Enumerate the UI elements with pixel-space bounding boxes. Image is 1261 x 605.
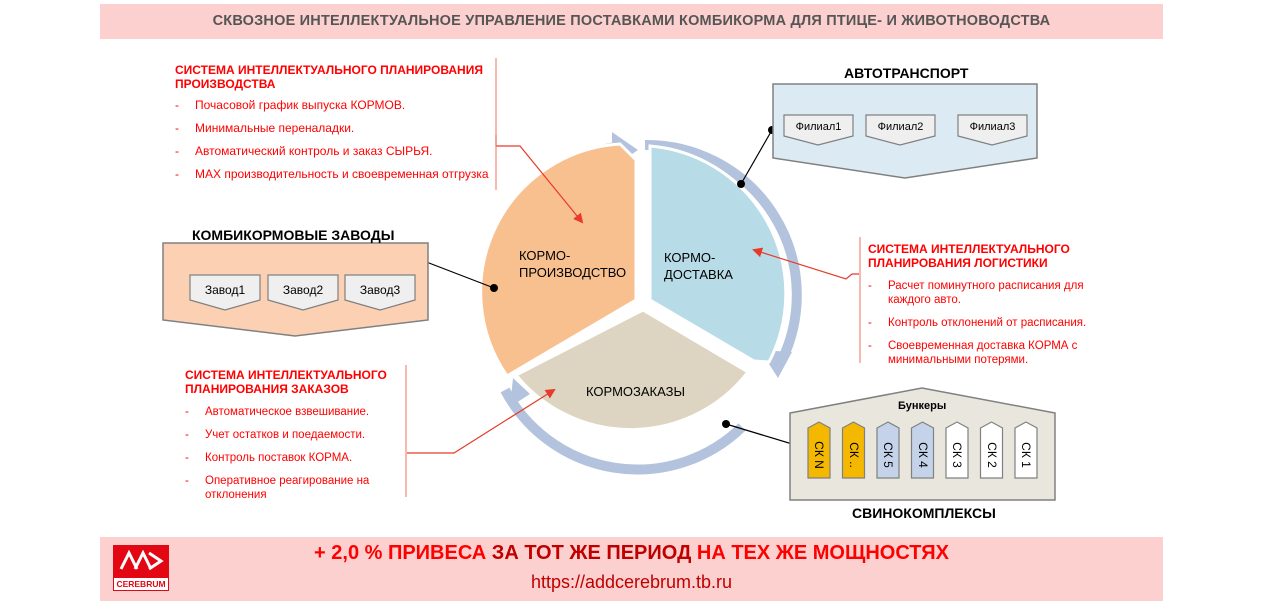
connector-logistics — [752, 247, 859, 280]
ring-arc-orders — [500, 387, 746, 475]
logistics-title: СИСТЕМА ИНТЕЛЛЕКТУАЛЬНОГО ПЛАНИРОВАНИЯ Л… — [868, 242, 1070, 270]
list-item: Своевременная доставка КОРМА с минимальн… — [868, 339, 1098, 367]
list-item: MAX производительность и своевременная о… — [175, 167, 495, 181]
list-item: Учет остатков и поедаемости. — [185, 428, 400, 442]
bottom-banner — [100, 537, 1163, 601]
bunker-shape — [979, 421, 1004, 479]
add-logo-icon — [119, 549, 164, 571]
segment-production-label: КОРМО- ПРОИЗВОДСТВО — [519, 248, 627, 280]
factory-unit-3: Завод3 — [359, 283, 401, 297]
factory-unit-2: Завод2 — [282, 283, 324, 297]
bunker-shape — [807, 421, 831, 479]
segment-orders-label: КОРМОЗАКАЗЫ — [586, 384, 685, 399]
transport-unit-shapes — [783, 114, 1028, 146]
orders-title: СИСТЕМА ИНТЕЛЛЕКТУАЛЬНОГО ПЛАНИРОВАНИЯ З… — [185, 368, 387, 396]
site-link[interactable]: https://addcerebrum.tb.ru — [530, 572, 733, 592]
ring-arc-delivery — [644, 139, 802, 365]
bunker-label: СК N — [812, 441, 826, 469]
logo-text: CEREBRUM — [113, 577, 169, 591]
slogan: + 2,0 % ПРИВЕСА ЗА ТОТ ЖЕ ПЕРИОД НА ТЕХ … — [314, 542, 949, 564]
list-item: Минимальные переналадки. — [175, 121, 495, 135]
bunker-shapes — [807, 421, 1038, 479]
production-title: СИСТЕМА ИНТЕЛЛЕКТУАЛЬНОГО ПЛАНИРОВАНИЯ П… — [175, 63, 483, 91]
segment-orders — [513, 308, 751, 432]
bunker-shape — [841, 421, 866, 479]
list-item: Автоматическое взвешивание. — [185, 405, 400, 419]
logistics-list: Расчет поминутного расписания для каждог… — [868, 279, 1098, 367]
logo-mark — [113, 545, 169, 577]
factories-title: КОМБИКОРМОВЫЕ ЗАВОДЫ — [192, 227, 395, 243]
list-item: Почасовой график выпуска КОРМОВ. — [175, 98, 495, 112]
transport-unit-3: Филиал3 — [969, 121, 1016, 133]
segment-production — [479, 142, 638, 379]
link-factories — [415, 257, 495, 289]
list-item: Контроль отклонений от расписания. — [868, 316, 1098, 330]
production-section: СИСТЕМА ИНТЕЛЛЕКТУАЛЬНОГО ПЛАНИРОВАНИЯ П… — [175, 63, 495, 181]
factory-unit-shapes — [189, 274, 416, 311]
arrowhead-left — [510, 378, 530, 407]
bunker-shape — [910, 421, 935, 479]
bunker-label: СК 1 — [1019, 442, 1033, 468]
bunker-label: СК 2 — [984, 442, 999, 468]
segment-delivery — [648, 144, 788, 364]
bunker-shape — [1014, 421, 1038, 479]
logistics-section: СИСТЕМА ИНТЕЛЛЕКТУАЛЬНОГО ПЛАНИРОВАНИЯ Л… — [868, 242, 1098, 367]
pigfarms-title: СВИНОКОМПЛЕКСЫ — [852, 505, 996, 521]
bunker-shape — [876, 421, 900, 479]
list-item: Контроль поставок КОРМА. — [185, 451, 400, 465]
link-transport — [740, 129, 773, 185]
page-title: СКВОЗНОЕ ИНТЕЛЛЕКТУАЛЬНОЕ УПРАВЛЕНИЕ ПОС… — [212, 13, 1051, 29]
connector-orders — [407, 388, 556, 454]
bunker-label: СК 5 — [881, 442, 895, 468]
bunker-shape — [945, 421, 969, 479]
bunker-label: СК 3 — [950, 442, 964, 468]
top-banner — [100, 4, 1163, 39]
transport-unit-2: Филиал2 — [877, 121, 924, 133]
factory-unit-1: Завод1 — [204, 283, 246, 297]
list-item: Расчет поминутного расписания для каждог… — [868, 279, 1098, 307]
list-item: Автоматический контроль и заказ СЫРЬЯ. — [175, 144, 495, 158]
bunkers-label: Бункеры — [898, 400, 947, 412]
orders-section: СИСТЕМА ИНТЕЛЛЕКТУАЛЬНОГО ПЛАНИРОВАНИЯ З… — [185, 368, 400, 502]
segment-delivery-label: КОРМО- ДОСТАВКА — [664, 250, 733, 282]
list-item: Оперативное реагирование на отклонения — [185, 474, 400, 502]
transport-unit-1: Филиал1 — [795, 121, 842, 133]
bunker-label: СК .. — [846, 442, 861, 468]
bunker-label: СК 4 — [915, 442, 930, 468]
orders-list: Автоматическое взвешивание. Учет остатко… — [185, 405, 400, 502]
production-list: Почасовой график выпуска КОРМОВ. Минимал… — [175, 98, 495, 181]
transport-title: АВТОТРАНСПОРТ — [844, 65, 969, 81]
